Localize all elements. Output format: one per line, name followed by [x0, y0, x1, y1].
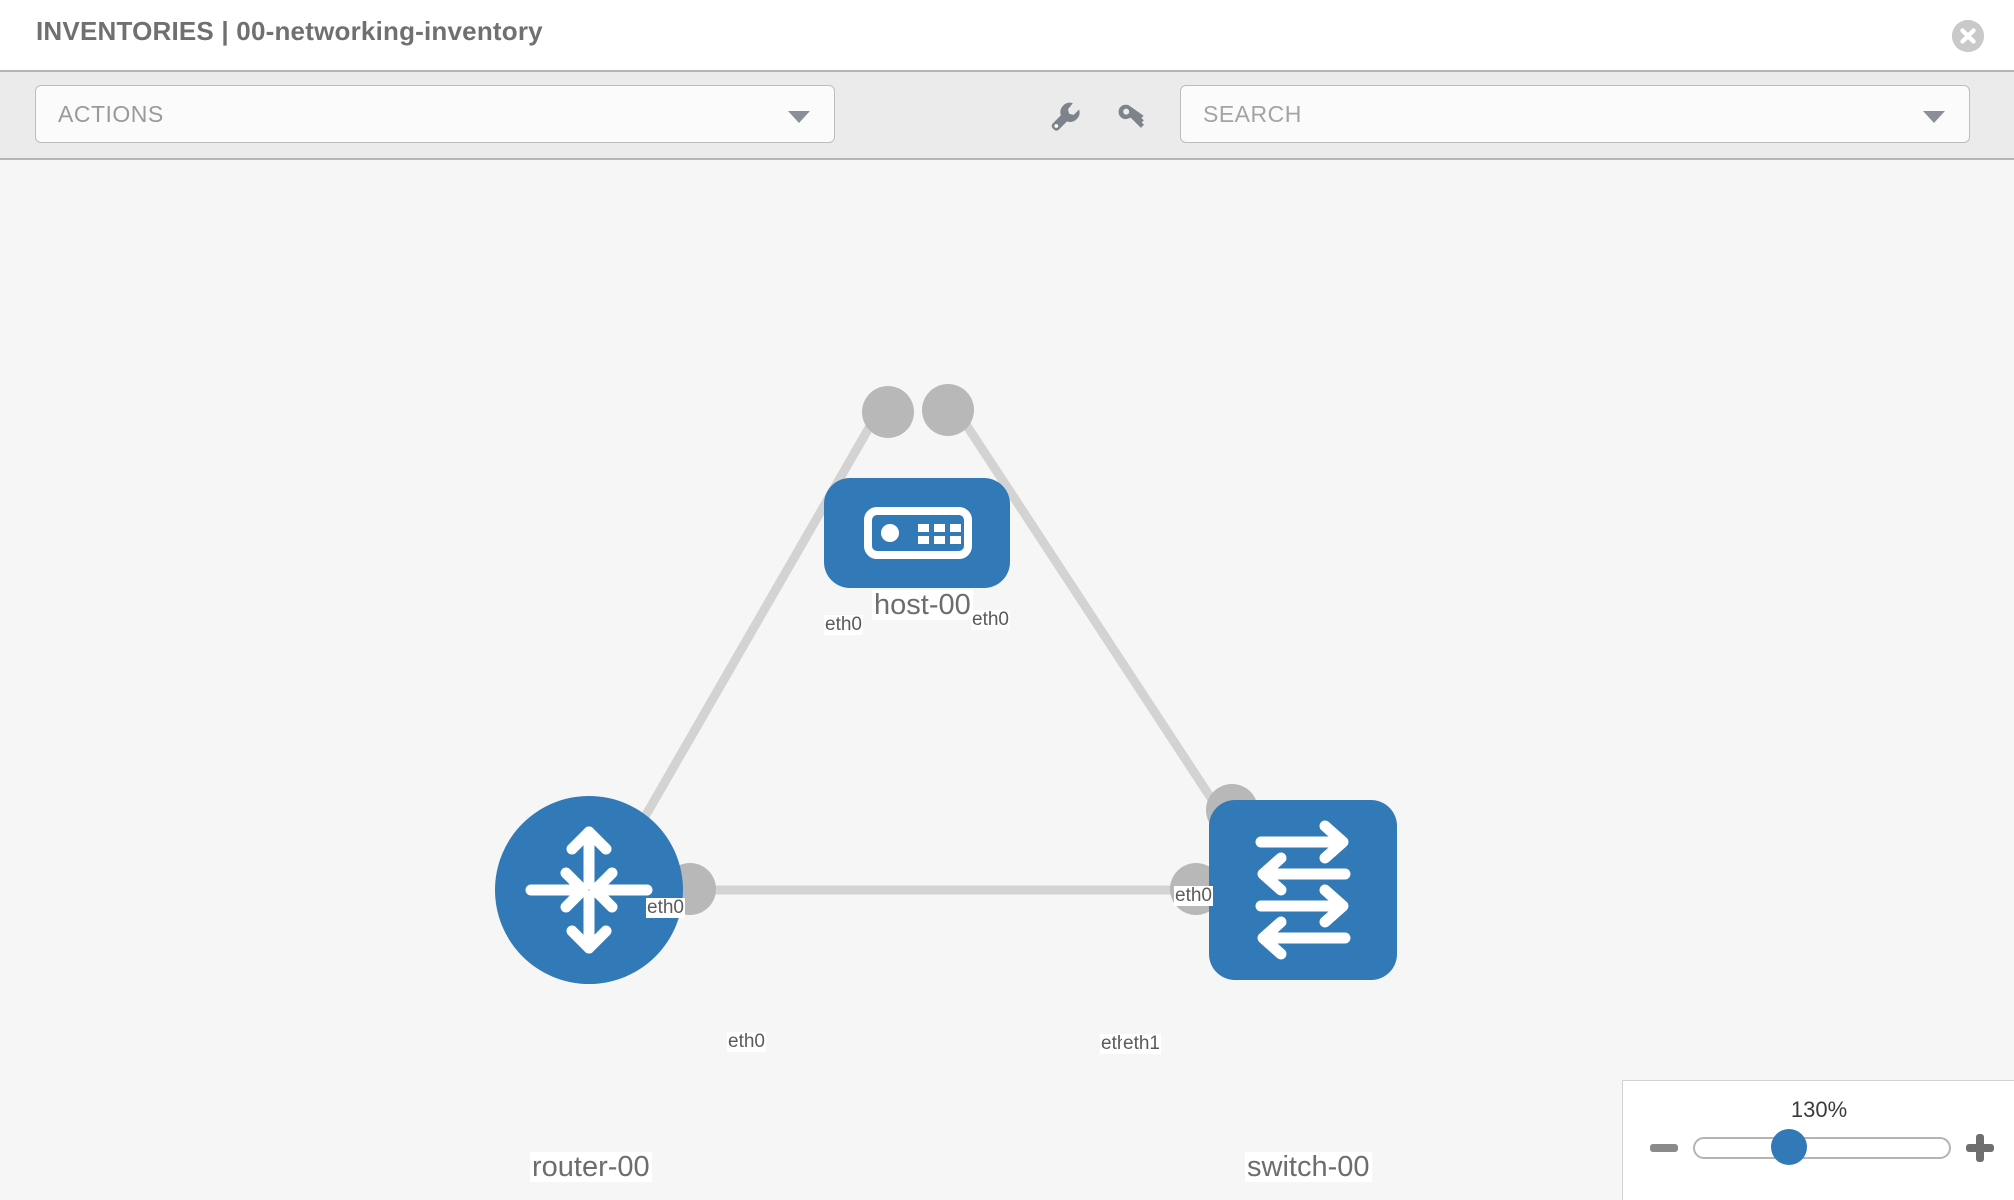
topology-canvas[interactable]: host-00 router-00 switch-00 eth0 eth0 et… — [0, 160, 2014, 1200]
wrench-icon — [1051, 102, 1080, 131]
switch-arrows-icon — [1255, 820, 1351, 960]
search-placeholder: SEARCH — [1203, 101, 1302, 127]
link-host-router[interactable] — [616, 397, 889, 863]
node-label-switch-00: switch-00 — [1245, 1151, 1372, 1183]
search-input[interactable]: SEARCH — [1180, 85, 1970, 143]
interface-label: eth0 — [646, 897, 685, 918]
plus-icon — [1966, 1134, 1994, 1162]
interface-label: eth1 — [1122, 1033, 1161, 1054]
zoom-slider[interactable] — [1693, 1137, 1951, 1159]
interface-nub[interactable] — [862, 386, 914, 438]
key-button[interactable] — [1113, 97, 1153, 137]
page-title: INVENTORIES | 00-networking-inventory — [36, 16, 543, 46]
chevron-down-icon — [788, 111, 810, 123]
interface-nub[interactable] — [922, 384, 974, 436]
zoom-level-label: 130% — [1790, 1097, 1848, 1122]
topology-graph — [495, 384, 1397, 984]
zoom-control: 130% — [1622, 1080, 2014, 1200]
zoom-slider-thumb[interactable] — [1771, 1129, 1807, 1165]
chevron-down-icon[interactable] — [1923, 111, 1945, 123]
node-host-00[interactable] — [824, 478, 1010, 588]
actions-dropdown[interactable]: ACTIONS — [35, 85, 835, 143]
node-label-router-00: router-00 — [530, 1151, 652, 1183]
interface-label: eth0 — [824, 614, 863, 635]
zoom-out-button[interactable] — [1647, 1131, 1681, 1165]
interface-label: eth0 — [1174, 885, 1213, 906]
node-label-host-00: host-00 — [872, 589, 973, 621]
wrench-button[interactable] — [1045, 97, 1085, 137]
actions-dropdown-label: ACTIONS — [58, 101, 164, 127]
node-router-00[interactable] — [495, 796, 683, 984]
interface-label: eth0 — [971, 609, 1010, 630]
node-switch-00[interactable] — [1209, 800, 1397, 980]
interface-label: eth — [1100, 1033, 1129, 1054]
interface-label: eth0 — [727, 1031, 766, 1052]
key-icon — [1118, 104, 1144, 128]
router-arrows-icon — [525, 826, 653, 954]
server-icon — [864, 507, 972, 559]
minus-icon — [1650, 1144, 1678, 1152]
page-header: INVENTORIES | 00-networking-inventory — [0, 0, 2014, 70]
close-circle-icon — [1952, 20, 1984, 52]
link-host-switch[interactable] — [946, 397, 1249, 853]
close-button[interactable] — [1952, 20, 1984, 52]
toolbar: ACTIONS SEARCH — [0, 70, 2014, 160]
zoom-in-button[interactable] — [1963, 1131, 1997, 1165]
